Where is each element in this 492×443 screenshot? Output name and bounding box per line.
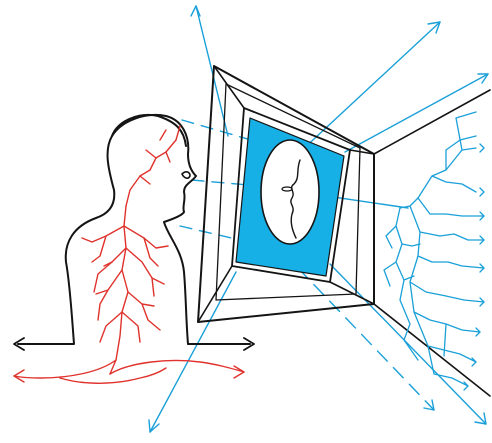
nerve-right-5 [128, 292, 160, 330]
network-branch-13 [402, 244, 420, 246]
network-branch-14 [384, 262, 396, 286]
network-branch-4 [418, 198, 484, 216]
network-branch-8 [410, 282, 480, 332]
ray-up-right [300, 22, 440, 152]
network-branch-2 [432, 176, 476, 192]
ray-down-right-dashed [298, 268, 434, 410]
framed-screen [198, 66, 374, 322]
nerve-head-7 [160, 130, 166, 140]
nerve-head-3 [146, 150, 156, 158]
nerve-left-7 [100, 312, 122, 342]
network-branch-15 [404, 276, 414, 280]
network-branch-7 [410, 256, 484, 302]
network-arrow-8 [472, 358, 476, 366]
nerve-left-2 [92, 236, 106, 262]
wall-bottom-line [374, 304, 490, 396]
network-trunk [400, 198, 418, 208]
bevel-bottom-right [330, 282, 374, 304]
nerve-spine [110, 206, 128, 374]
ray-down-left [150, 272, 236, 432]
bevel-bottom-left [198, 266, 232, 322]
network-branch-12 [386, 226, 396, 248]
arrowhead-up-left [191, 6, 200, 16]
network-branch-17 [444, 324, 446, 356]
nerve-right-4 [152, 278, 154, 296]
network-arrow-2 [480, 188, 484, 196]
nerve-right-7 [122, 312, 140, 342]
wall-top-line [374, 90, 490, 154]
network-arrow-9 [464, 382, 468, 390]
perspective-lines [374, 90, 490, 396]
network-arrow-1 [480, 144, 484, 152]
nerve-head-2 [166, 152, 170, 162]
sight-line-top [182, 120, 258, 142]
face-oval [261, 140, 319, 244]
nerve-left-1 [82, 226, 124, 242]
network-branch-16 [456, 112, 476, 150]
bevel-top-left [214, 66, 244, 108]
nerve-head-5 [140, 176, 150, 184]
nerve-head-4 [126, 170, 150, 206]
nerve-head-1 [150, 140, 176, 170]
ray-down-right [330, 264, 486, 424]
nerve-right-6 [142, 304, 154, 306]
nerve-left-5 [98, 270, 122, 320]
nerve-right-2 [144, 238, 158, 266]
branching-network [384, 112, 484, 390]
ray-right-upper [345, 74, 488, 152]
nerve-arm-right [110, 361, 244, 375]
sight-line-low [180, 226, 240, 240]
network-branch-6 [418, 232, 484, 268]
network-branch-5 [410, 206, 484, 240]
nerve-arm-left [14, 360, 116, 378]
eye [182, 172, 190, 178]
network-branch-1 [418, 148, 476, 198]
